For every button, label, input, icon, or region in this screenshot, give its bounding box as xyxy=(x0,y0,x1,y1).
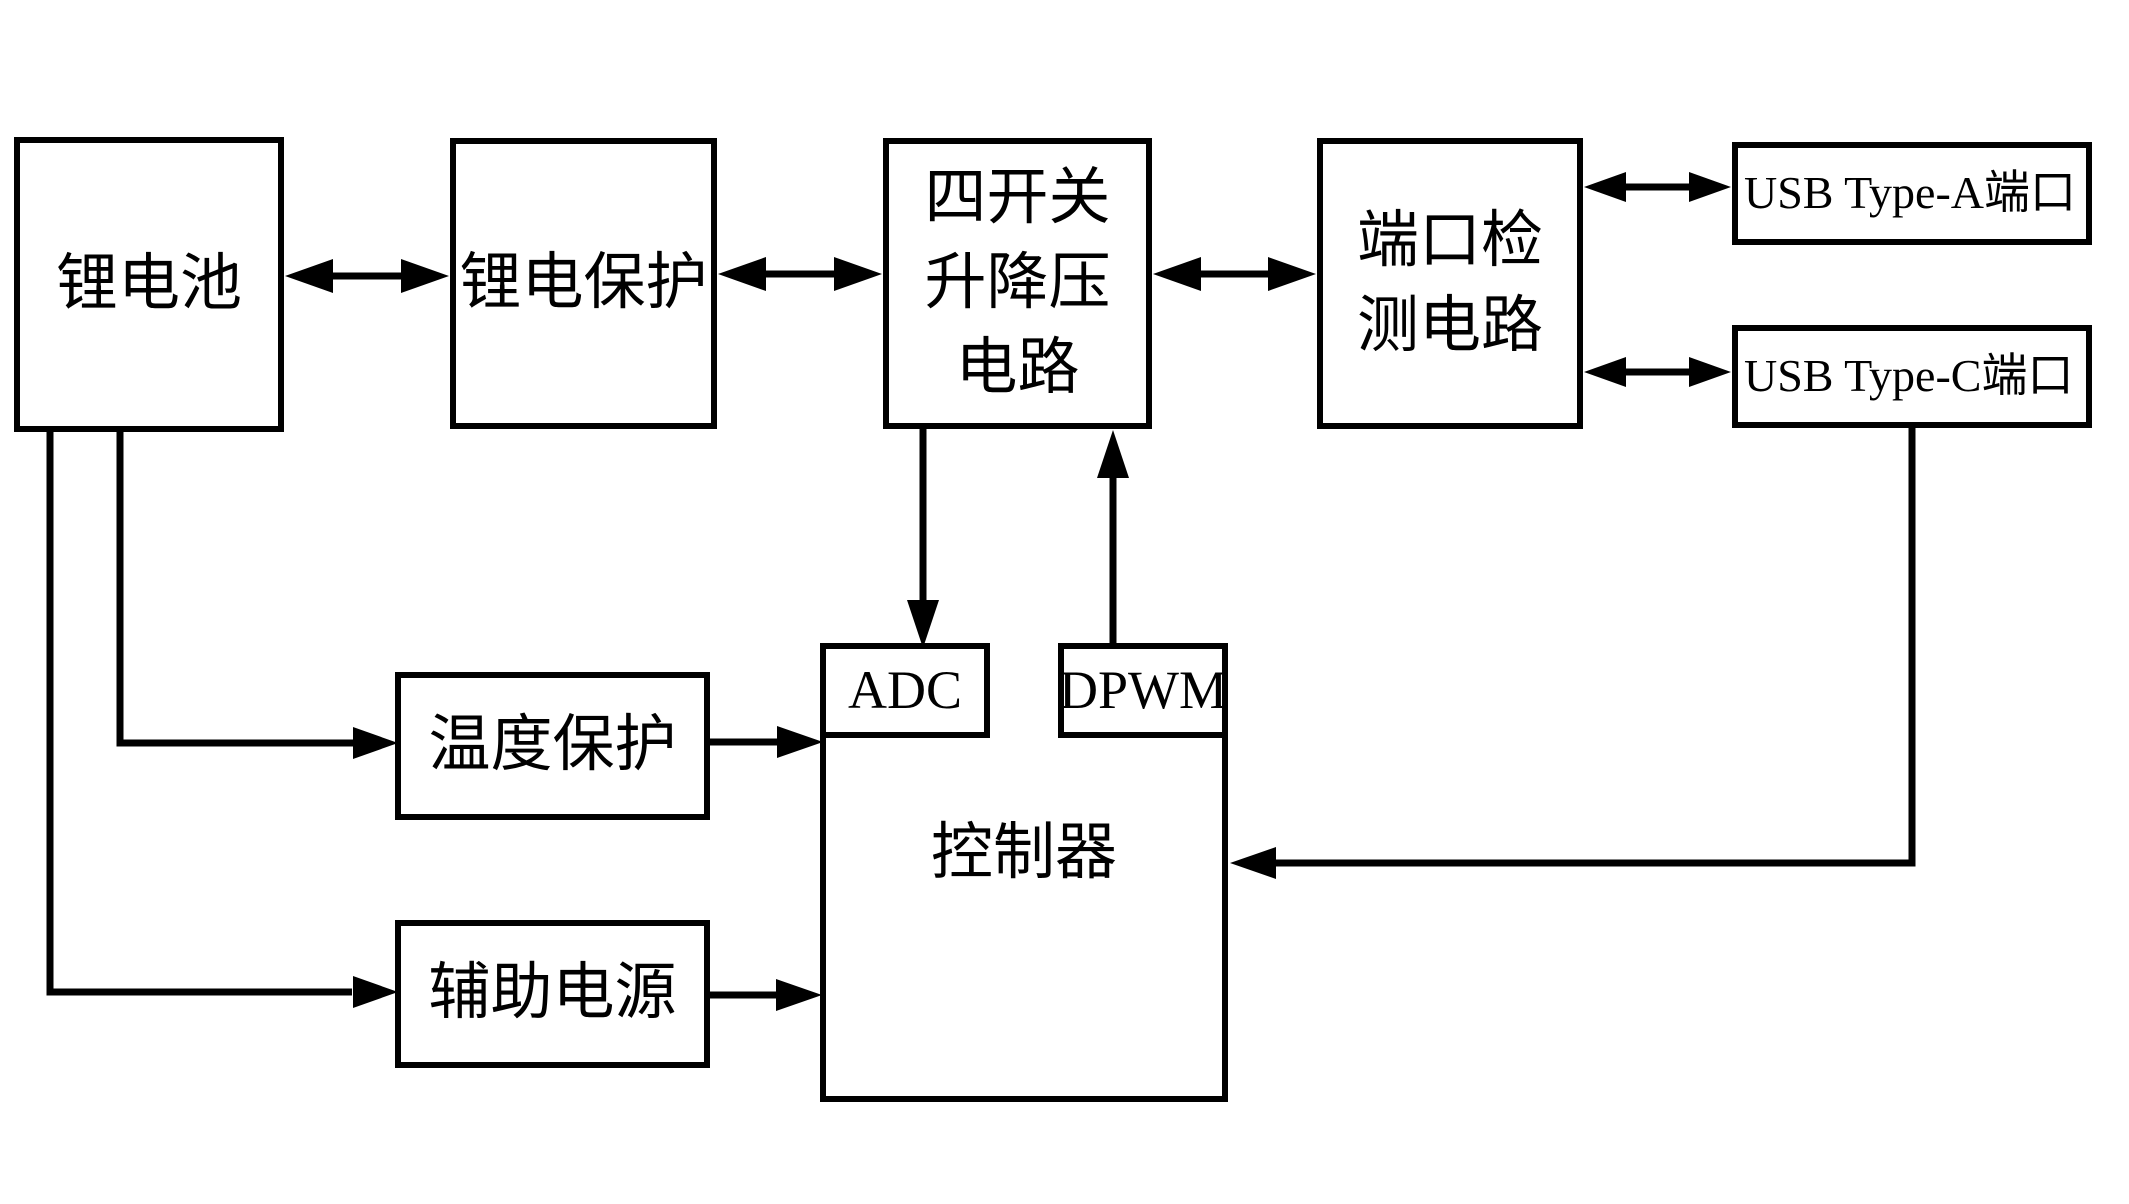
block-port-detection: 端口检 测电路 xyxy=(1317,138,1583,429)
block-usb-type-a-label: USB Type-A端口 xyxy=(1744,167,2076,219)
block-usb-type-c-label: USB Type-C端口 xyxy=(1744,350,2074,402)
arrow-battery-batt-protect xyxy=(285,259,449,293)
block-buck-boost-line1: 四开关 xyxy=(924,164,1111,232)
arrow-portdetect-usb-c xyxy=(1584,357,1731,387)
arrow-battery-temp xyxy=(116,420,398,759)
block-temperature-protection-label: 温度保护 xyxy=(428,711,677,780)
block-dpwm: DPWM xyxy=(1058,643,1228,738)
block-adc: ADC xyxy=(820,643,990,738)
block-auxiliary-power-label: 辅助电源 xyxy=(428,959,677,1028)
arrow-buckboost-adc xyxy=(907,424,939,648)
block-adc-label: ADC xyxy=(847,659,962,720)
block-battery-protection-label: 锂电保护 xyxy=(459,248,708,317)
block-usb-type-c-port: USB Type-C端口 xyxy=(1732,325,2092,428)
arrow-usb-c-controller xyxy=(1230,420,1916,879)
block-battery: 锂电池 xyxy=(14,137,284,432)
block-controller-label: 控制器 xyxy=(930,819,1117,887)
block-battery-protection: 锂电保护 xyxy=(450,138,717,429)
block-usb-type-a-port: USB Type-A端口 xyxy=(1732,142,2092,245)
arrow-portdetect-usb-a xyxy=(1584,172,1731,202)
arrow-dpwm-buckboost xyxy=(1097,430,1129,648)
arrow-battery-aux xyxy=(46,420,398,1008)
block-buck-boost-line3: 电路 xyxy=(955,334,1080,402)
block-dpwm-label: DPWM xyxy=(1059,659,1228,720)
arrow-buckboost-portdetect xyxy=(1153,257,1316,291)
arrow-aux-controller xyxy=(700,979,822,1011)
block-buck-boost-line2: 升降压 xyxy=(924,249,1111,317)
block-temperature-protection: 温度保护 xyxy=(395,672,710,820)
block-port-detection-line1: 端口检 xyxy=(1356,206,1543,275)
block-buck-boost-circuit: 四开关 升降压 电路 xyxy=(883,138,1152,429)
block-auxiliary-power: 辅助电源 xyxy=(395,920,710,1068)
block-port-detection-line2: 测电路 xyxy=(1356,291,1543,360)
block-battery-label: 锂电池 xyxy=(55,249,242,318)
arrow-batt-protect-buckboost xyxy=(718,257,882,291)
arrow-temp-controller xyxy=(700,726,823,758)
